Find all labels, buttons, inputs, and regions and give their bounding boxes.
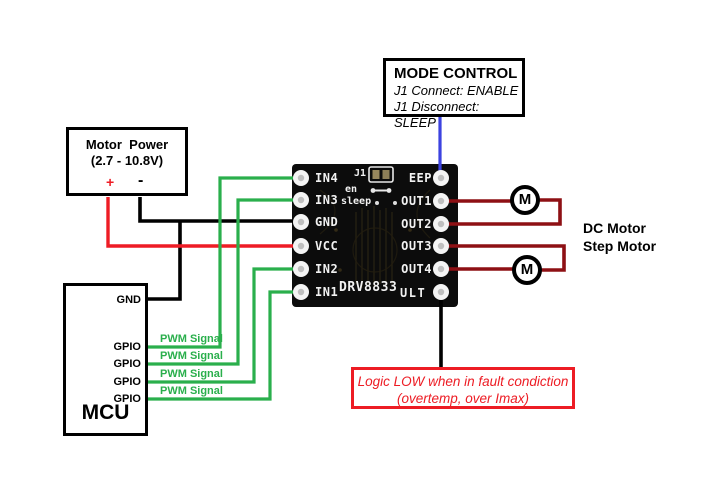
board-pads — [293, 170, 449, 300]
mode-control-box: MODE CONTROL J1 Connect: ENABLE J1 Disco… — [383, 58, 525, 130]
pin-label-out3: OUT3 — [401, 239, 432, 253]
pin-label-ult: ULT — [400, 286, 427, 300]
wire-power-plus-to-vcc — [106, 197, 298, 248]
motor-1-label: M — [518, 191, 532, 208]
motor-power-voltage-range: (2.7 - 10.8V) — [90, 153, 164, 168]
motor-2: M — [512, 255, 542, 285]
j1-pad-right — [382, 170, 390, 179]
wire-power-minus-to-gnd — [138, 197, 298, 223]
mcu-gpio2-pin-label: GPIO — [113, 358, 141, 370]
mcu-gpio1-pin-label: GPIO — [113, 341, 141, 353]
pin-label-out2: OUT2 — [401, 217, 432, 231]
pwm-signal-label-3: PWM Signal — [160, 368, 223, 380]
pin-label-out1: OUT1 — [401, 194, 432, 208]
wire-gpio4-to-in1 — [148, 290, 298, 401]
pin-label-gnd: GND — [315, 215, 339, 229]
mcu-gpio3-pin-label: GPIO — [113, 376, 141, 388]
chip-name-label: DRV8833 — [339, 280, 398, 295]
pin-label-in4: IN4 — [315, 171, 339, 185]
wire-gpio3-to-in2 — [148, 267, 298, 384]
pin-label-eep: EEP — [408, 171, 432, 185]
drv8833-board-pcb — [292, 164, 458, 307]
motor-1: M — [510, 185, 540, 215]
motor-power-box: Motor Power (2.7 - 10.8V) + - — [66, 127, 188, 196]
pwm-signal-label-4: PWM Signal — [160, 385, 223, 397]
jumper-link-icon — [370, 188, 397, 205]
j1-pad-left — [372, 170, 380, 179]
mode-control-title: MODE CONTROL — [394, 65, 518, 82]
pin-label-out4: OUT4 — [401, 262, 432, 276]
fault-note-line2: (overtemp, over Imax) — [396, 391, 530, 406]
wire-gpio2-to-in3 — [148, 198, 298, 366]
wire-mcu-gnd — [148, 221, 182, 301]
pin-label-vcc: VCC — [315, 239, 339, 253]
j1-silkscreen-label: J1 — [354, 168, 367, 179]
mcu-gnd-pin-label: GND — [116, 294, 141, 306]
fault-note-line1: Logic LOW when in fault condiction — [357, 374, 569, 389]
mcu-gpio4-pin-label: GPIO — [113, 393, 141, 405]
mcu-box: GND GPIO GPIO GPIO GPIO MCU — [63, 283, 148, 436]
pin-label-in1: IN1 — [315, 285, 339, 299]
pin-label-in3: IN3 — [315, 193, 339, 207]
wire-motor1-to-out2 — [446, 198, 562, 226]
sleep-silkscreen-label: sleep — [341, 196, 372, 207]
pwm-signal-label-1: PWM Signal — [160, 333, 223, 345]
fault-note-box: Logic LOW when in fault condiction (over… — [351, 367, 575, 409]
mcu-title: MCU — [81, 401, 130, 424]
dc-motor-label: DC Motor — [583, 220, 646, 236]
en-silkscreen-label: en — [345, 184, 358, 195]
wire-gpio1-to-in4 — [148, 176, 298, 349]
motor-2-label: M — [520, 261, 534, 278]
motor-power-title: Motor Power — [85, 137, 169, 152]
power-minus-terminal: - — [138, 172, 144, 189]
pin-label-in2: IN2 — [315, 262, 339, 276]
mode-control-enable-line: J1 Connect: ENABLE — [394, 83, 519, 98]
pwm-signal-label-2: PWM Signal — [160, 350, 223, 362]
mode-control-sleep-line: J1 Disconnect: SLEEP — [394, 99, 480, 130]
power-plus-terminal: + — [106, 174, 115, 190]
wire-out3-to-motor2 — [446, 244, 566, 272]
pcb-traces — [319, 189, 431, 288]
step-motor-label: Step Motor — [583, 238, 657, 254]
